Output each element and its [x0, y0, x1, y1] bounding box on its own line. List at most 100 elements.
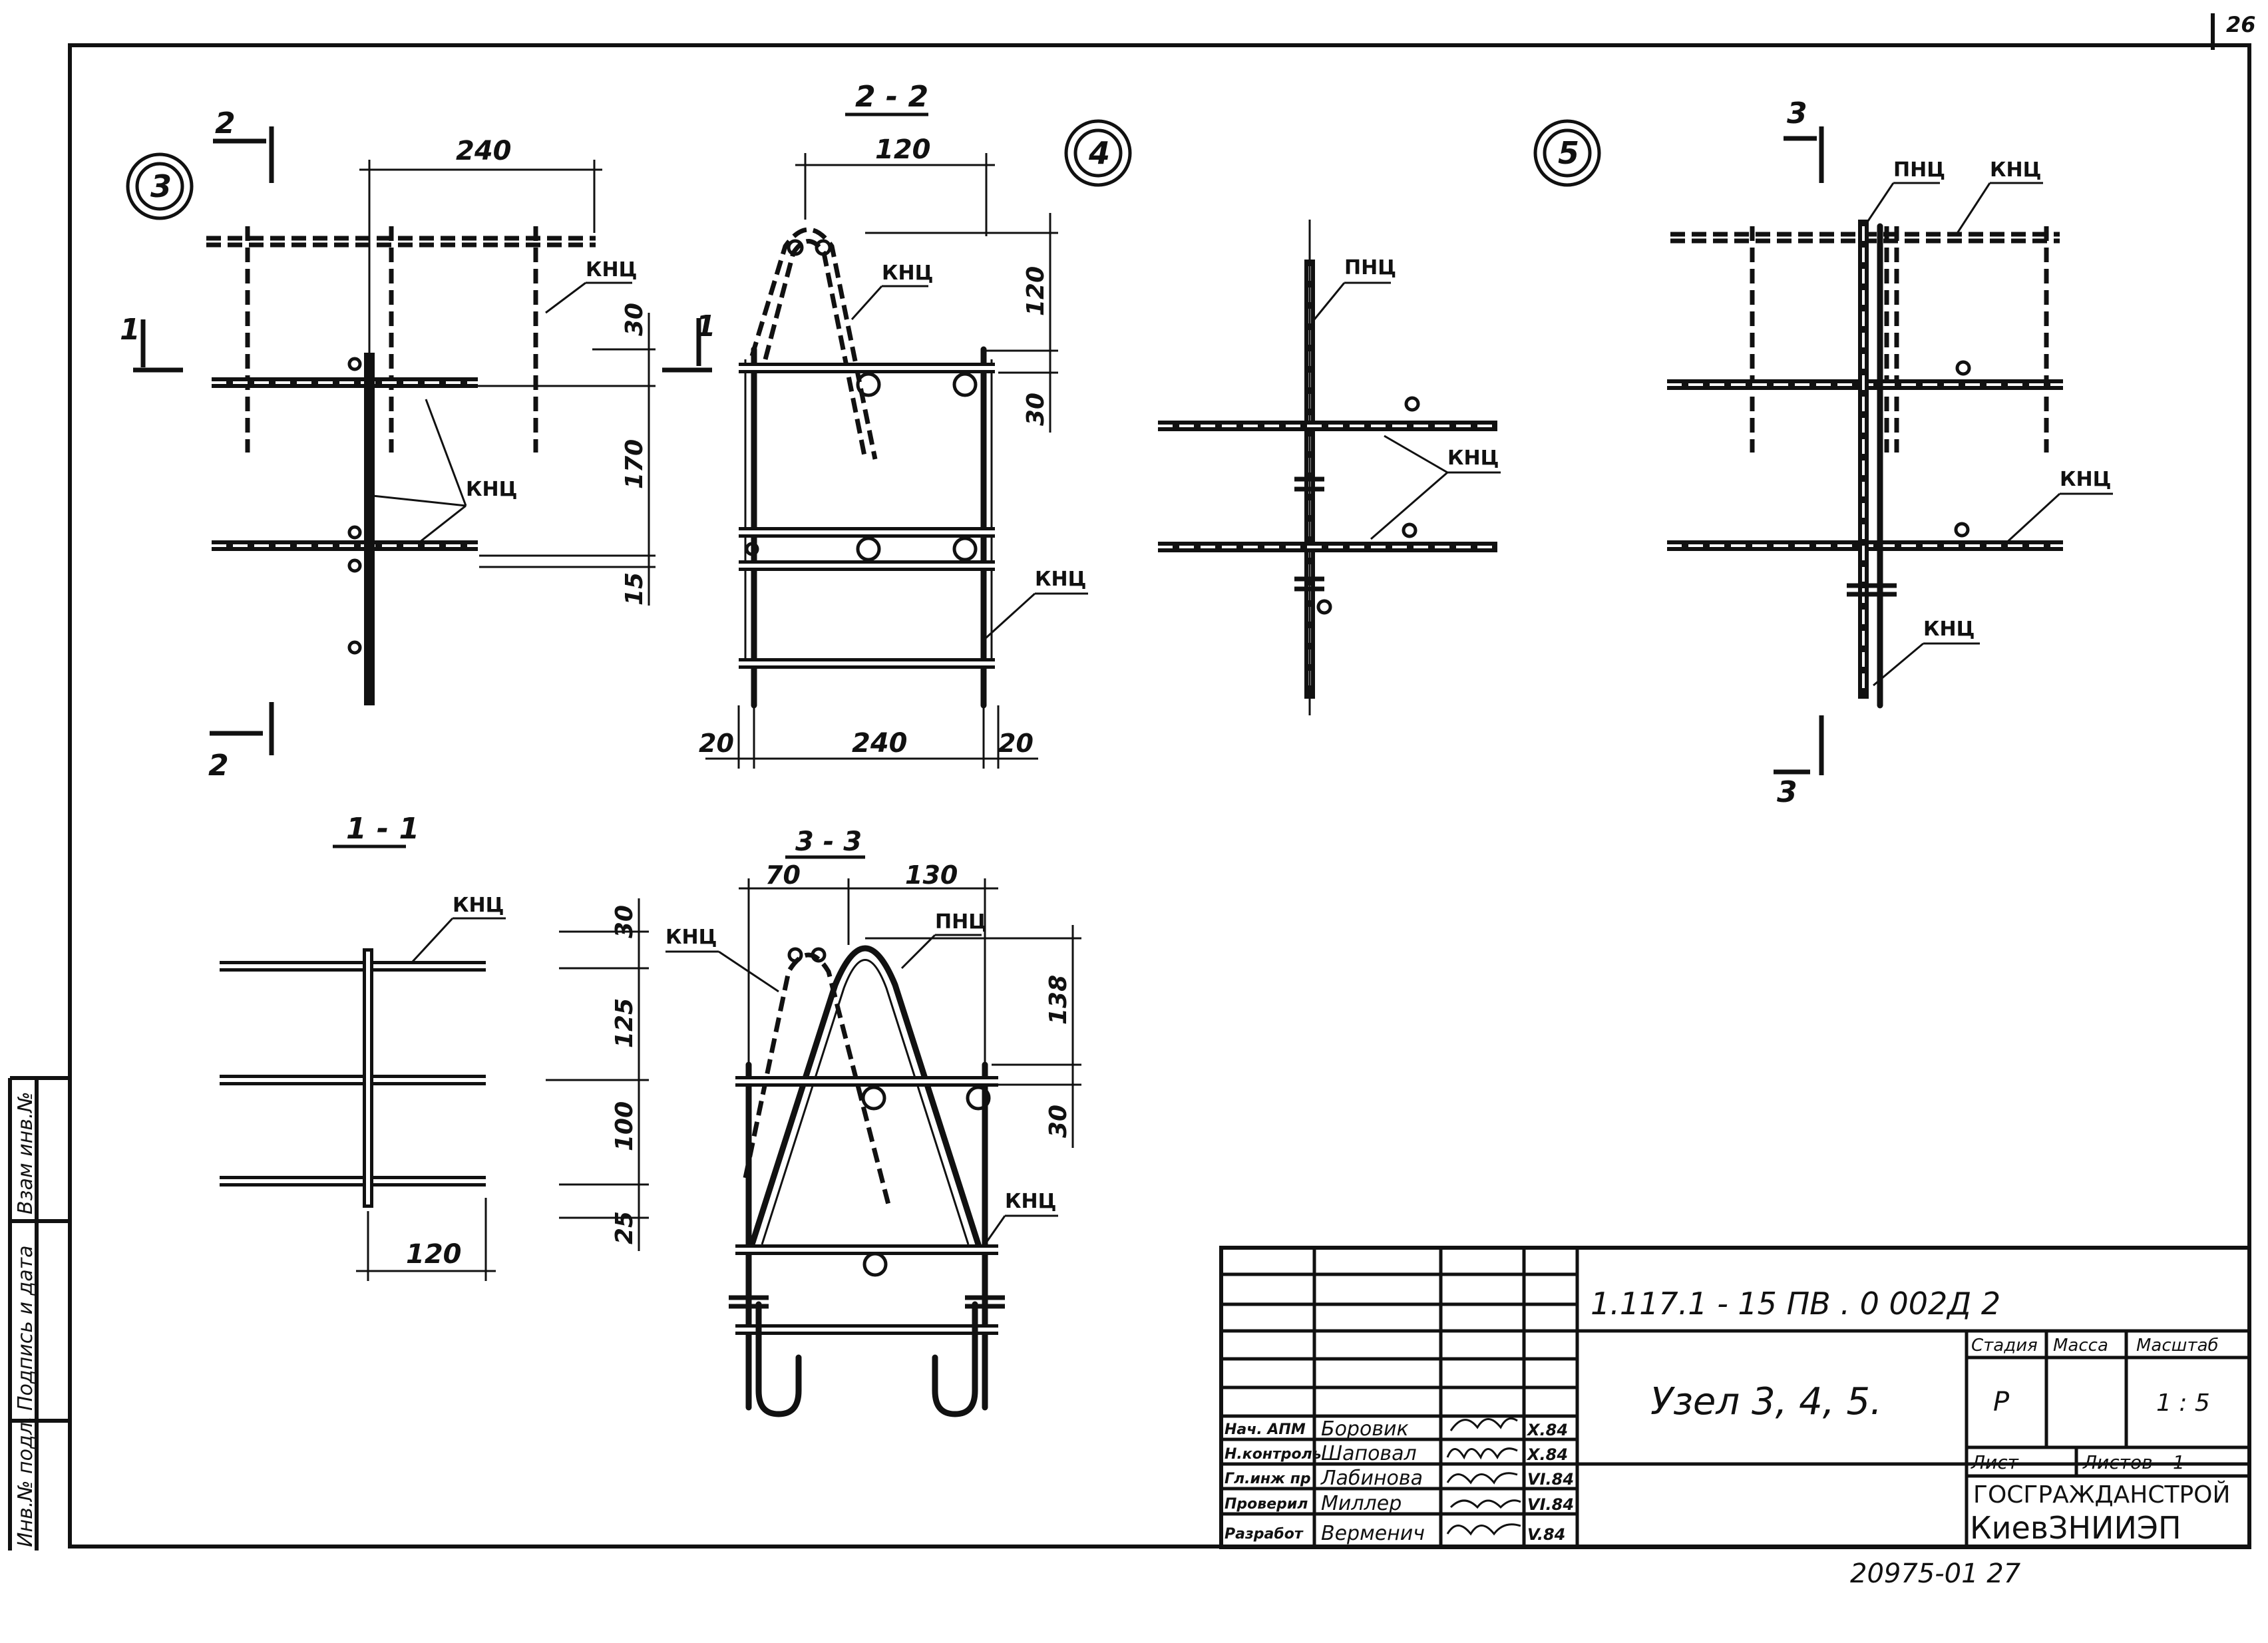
- n5-weld-2: [1954, 522, 1970, 538]
- s22-dim-120: 120: [875, 134, 931, 165]
- s33-weld-loop-2: [811, 947, 827, 963]
- s33-leader-knc-left-2: [718, 950, 779, 993]
- s33-weld-loop-1: [787, 947, 803, 963]
- s33-dim-30: 30: [1045, 1105, 1072, 1138]
- s22-weld-a: [745, 542, 759, 556]
- s11-dim-25: 25: [611, 1211, 638, 1244]
- s33-hook-left: [755, 1301, 802, 1417]
- node-4-side-view: ПНЦ КНЦ: [1158, 220, 1501, 715]
- node3-dim-240: 240: [456, 136, 512, 166]
- s22-leader-top-2: [850, 285, 883, 321]
- signer-name-5: Верменич: [1321, 1522, 1425, 1545]
- signature-5: [1446, 1523, 1521, 1536]
- section-3-3-title: 3 - 3: [795, 826, 862, 857]
- s22-dim-240: 240: [852, 728, 908, 759]
- node3-label-knc-top: КНЦ: [586, 258, 637, 281]
- cut-3-top-label: 3: [1787, 96, 1807, 130]
- signer-date-3: VI.84: [1527, 1470, 1574, 1489]
- stamp-sign: Подпись и дата: [14, 1246, 37, 1411]
- s22-label-knc-bottom: КНЦ: [1035, 568, 1086, 591]
- signer-role-2: Н.контроль: [1225, 1446, 1322, 1463]
- cut-3-bottom-label: 3: [1777, 775, 1797, 809]
- s22-dim-120-v: 120: [1022, 266, 1049, 316]
- signer-name-2: Шаповал: [1321, 1442, 1417, 1465]
- node3-dim-170: 170: [621, 439, 648, 489]
- section-3-3-view: 3 - 3 70 130: [665, 826, 1081, 1417]
- tb-stage-value: Р: [1993, 1387, 2010, 1417]
- node3-weld-4: [347, 640, 362, 655]
- s33-label-knc-left: КНЦ: [665, 926, 717, 949]
- cut-1-left-label: 1: [120, 313, 140, 347]
- node-3-marker-inner: [135, 162, 184, 211]
- n5-label-knc-bottom: КНЦ: [1923, 618, 1975, 641]
- s33-pnc-hairpin-inner: [761, 959, 970, 1245]
- signer-role-1: Нач. АПМ: [1225, 1421, 1306, 1438]
- s22-label-knc-top: КНЦ: [882, 262, 933, 285]
- signature-3: [1446, 1472, 1518, 1485]
- node-3-view: 3 2 2 1 240: [120, 106, 656, 783]
- signature-1: [1449, 1417, 1518, 1431]
- s11-dim-125: 125: [611, 998, 638, 1048]
- cut-2-bottom-label: 2: [208, 749, 229, 783]
- stamp-replace: Взам инв.№: [14, 1091, 37, 1214]
- tb-scale-value: 1 : 5: [2156, 1389, 2210, 1417]
- s22-leader-bottom-2: [984, 592, 1036, 640]
- s22-dim-20-right: 20: [998, 729, 1034, 758]
- node-4-marker: [1064, 119, 1132, 187]
- n4-label-pnc: ПНЦ: [1344, 256, 1396, 279]
- signer-date-4: VI.84: [1527, 1495, 1574, 1514]
- node3-dim-30: 30: [621, 303, 648, 336]
- s22-bar-section-4: [952, 536, 978, 562]
- node3-leader-top-2: [545, 281, 586, 314]
- s33-dim-138: 138: [1045, 975, 1072, 1025]
- node3-weld-3: [347, 558, 362, 573]
- s33-hook-right: [932, 1301, 978, 1417]
- n5-leader-knc-bottom-2: [1873, 642, 1924, 687]
- n5-label-knc-mid: КНЦ: [2060, 468, 2111, 491]
- n5-label-knc-top: КНЦ: [1990, 158, 2041, 182]
- tb-stage-label: Стадия: [1971, 1336, 2038, 1356]
- s11-dim-100: 100: [611, 1101, 638, 1151]
- bottom-inventory-number: 20975-01 27: [1850, 1558, 2021, 1589]
- signer-name-4: Миллер: [1321, 1492, 1402, 1515]
- signer-name-1: Боровик: [1321, 1417, 1409, 1441]
- node-3-marker: [126, 152, 194, 220]
- tb-mass-label: Масса: [2053, 1336, 2108, 1356]
- n5-leader-pnc-2: [1865, 182, 1895, 224]
- node3-label-knc-mid: КНЦ: [466, 478, 517, 501]
- n4-leader-knc-2: [1384, 435, 1448, 474]
- signer-name-3: Лабинова: [1320, 1467, 1423, 1490]
- s22-weld-loop-1: [787, 239, 804, 256]
- node-4-label: 4: [1088, 135, 1110, 171]
- title-block-outer: [1219, 1246, 2251, 1549]
- node3-leader-mid-3: [419, 504, 467, 544]
- signature-4: [1449, 1499, 1521, 1509]
- signer-date-1: X.84: [1526, 1421, 1568, 1439]
- sheet-number: 26: [2226, 12, 2256, 37]
- node-5-label: 5: [1558, 135, 1579, 171]
- node-5-view: 3 3 ПНЦ КНЦ КНЦ КНЦ: [1667, 96, 2113, 809]
- n4-weld-2: [1402, 522, 1418, 538]
- node3-weld-2: [347, 525, 362, 540]
- s33-section-3: [862, 1252, 888, 1277]
- node3-dim-15: 15: [621, 572, 648, 606]
- n5-weld-1: [1955, 360, 1971, 376]
- signer-date-5: V.84: [1527, 1525, 1565, 1544]
- node-3-label: 3: [150, 168, 172, 204]
- s33-dashed-loop: [743, 952, 891, 1205]
- s33-dim-70: 70: [765, 860, 801, 890]
- s22-dashed-loop-2: [763, 239, 868, 460]
- s33-section-1: [861, 1085, 886, 1111]
- sheet-frame: [68, 43, 2251, 1549]
- tb-doc-code: 1.117.1 - 15 ПВ . 0 002Д 2: [1591, 1286, 2000, 1322]
- section-2-2-title: 2 - 2: [855, 80, 928, 114]
- tb-sheet-label: Лист: [1971, 1451, 2019, 1473]
- s11-dim-120: 120: [406, 1239, 462, 1270]
- n4-weld-3: [1316, 599, 1332, 615]
- n5-leader-knc-mid-2: [2002, 492, 2061, 547]
- signer-role-4: Проверил: [1225, 1496, 1308, 1513]
- n4-leader-pnc-2: [1313, 282, 1346, 320]
- section-1-1-title: 1 - 1: [346, 812, 419, 846]
- s11-dim-30: 30: [611, 905, 638, 938]
- tb-org-2: КиевЗНИИЭП: [1970, 1510, 2181, 1546]
